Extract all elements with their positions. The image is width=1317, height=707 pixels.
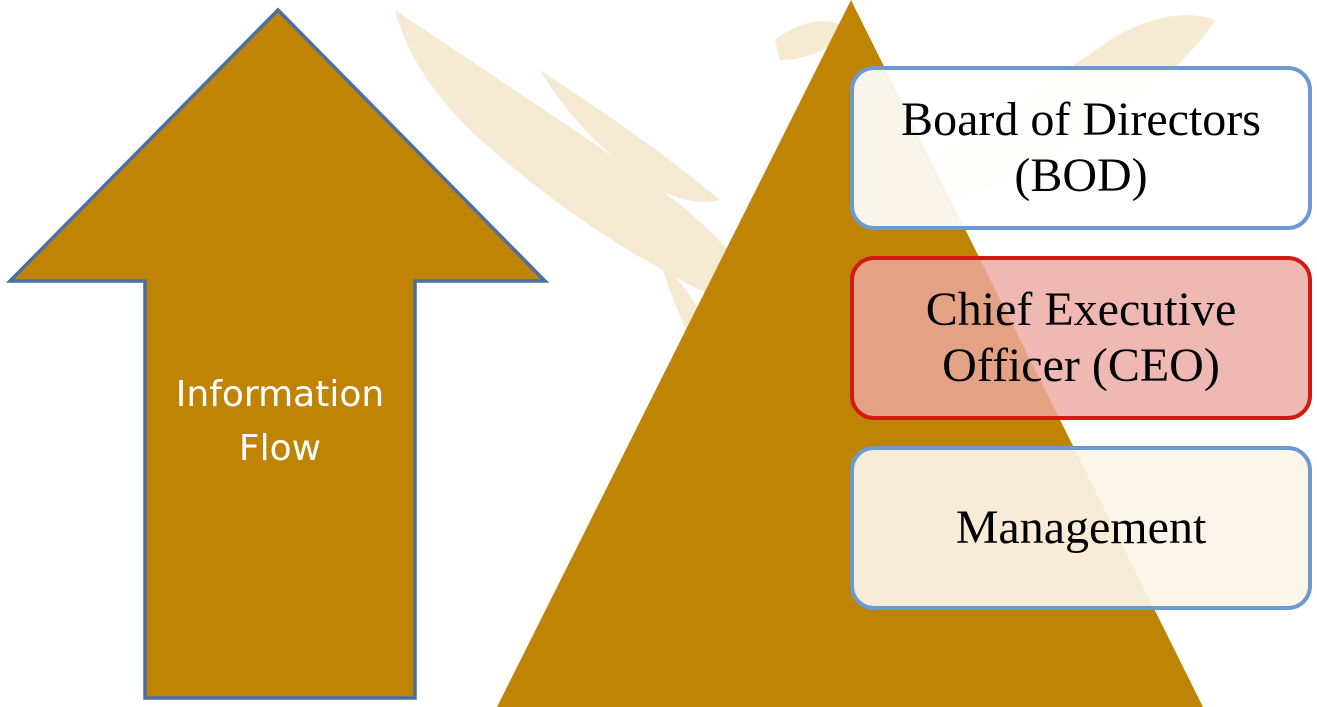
- upward-arrow-icon: [5, 7, 550, 700]
- arrow-label-line-1: Information: [175, 374, 385, 415]
- tier-label-line-1: Chief Executive: [925, 283, 1237, 336]
- tier-board-of-directors: Board of Directors (BOD): [850, 66, 1312, 230]
- tier-chief-executive-officer: Chief Executive Officer (CEO): [850, 256, 1312, 420]
- tier-label-line-2: (BOD): [1014, 149, 1148, 202]
- arrow-label-line-2: Flow: [238, 428, 322, 469]
- tier-label-line-1: Management: [955, 501, 1207, 554]
- arrow-label: Information Flow: [145, 368, 415, 476]
- tier-label-line-2: Officer (CEO): [942, 339, 1220, 392]
- tier-management: Management: [850, 446, 1312, 610]
- tier-label-line-1: Board of Directors: [901, 93, 1261, 146]
